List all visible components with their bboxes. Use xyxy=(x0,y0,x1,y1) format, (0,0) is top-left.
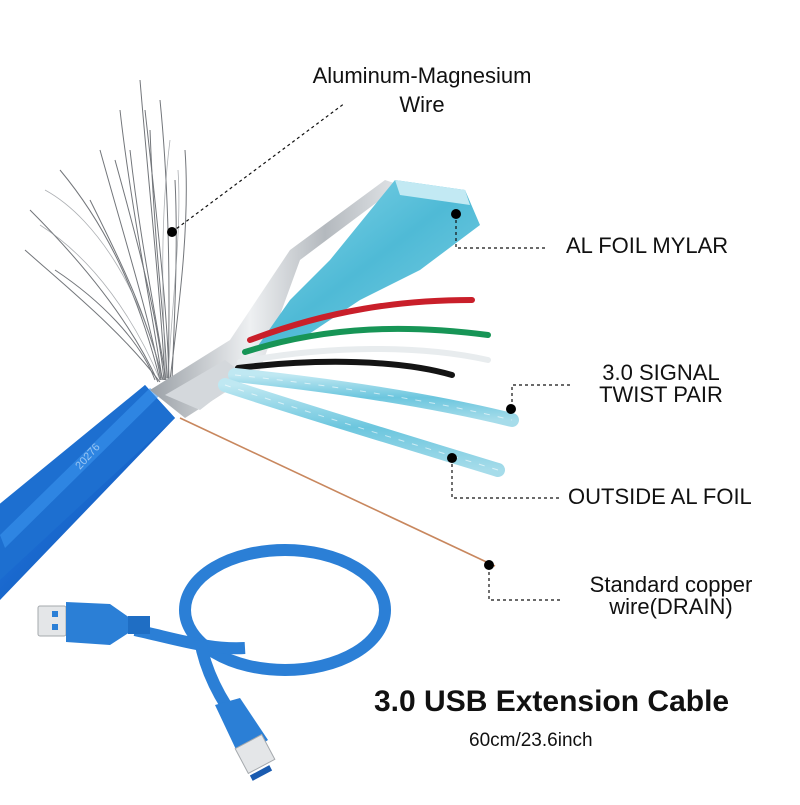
label-outside-al-foil: OUTSIDE AL FOIL xyxy=(568,484,752,509)
label-aluminum-magnesium-wire: Aluminum-Magnesium Wire xyxy=(282,64,562,116)
outer-jacket: 20276 xyxy=(0,385,175,600)
callout-dots xyxy=(167,209,516,570)
leader-lines xyxy=(171,102,570,601)
label-line: TWIST PAIR xyxy=(599,381,723,407)
label-line: Wire xyxy=(399,92,445,118)
product-length: 60cm/23.6inch xyxy=(469,730,593,751)
drain-wire xyxy=(179,417,496,567)
twisted-pairs xyxy=(218,368,519,477)
label-line: Standard copper xyxy=(589,572,753,597)
product-title: 3.0 USB Extension Cable xyxy=(374,685,730,718)
label-copper-drain-wire: Standard copper wire(DRAIN) xyxy=(566,574,776,617)
label-line: 3.0 SIGNAL xyxy=(602,360,720,385)
braid-wires xyxy=(24,79,187,383)
signal-wires xyxy=(235,297,491,378)
usb-connector-left xyxy=(37,602,150,645)
usb-cable-coil xyxy=(133,544,391,729)
mylar-foil xyxy=(255,180,480,350)
label-al-foil-mylar: AL FOIL MYLAR xyxy=(566,233,729,258)
usb-connector-bottom xyxy=(215,698,276,781)
label-signal-twist-pair: 3.0 SIGNAL TWIST PAIR xyxy=(576,362,746,405)
label-line: Aluminum-Magnesium xyxy=(312,63,532,88)
silver-foil xyxy=(150,180,400,418)
label-line: wire(DRAIN) xyxy=(609,593,733,619)
